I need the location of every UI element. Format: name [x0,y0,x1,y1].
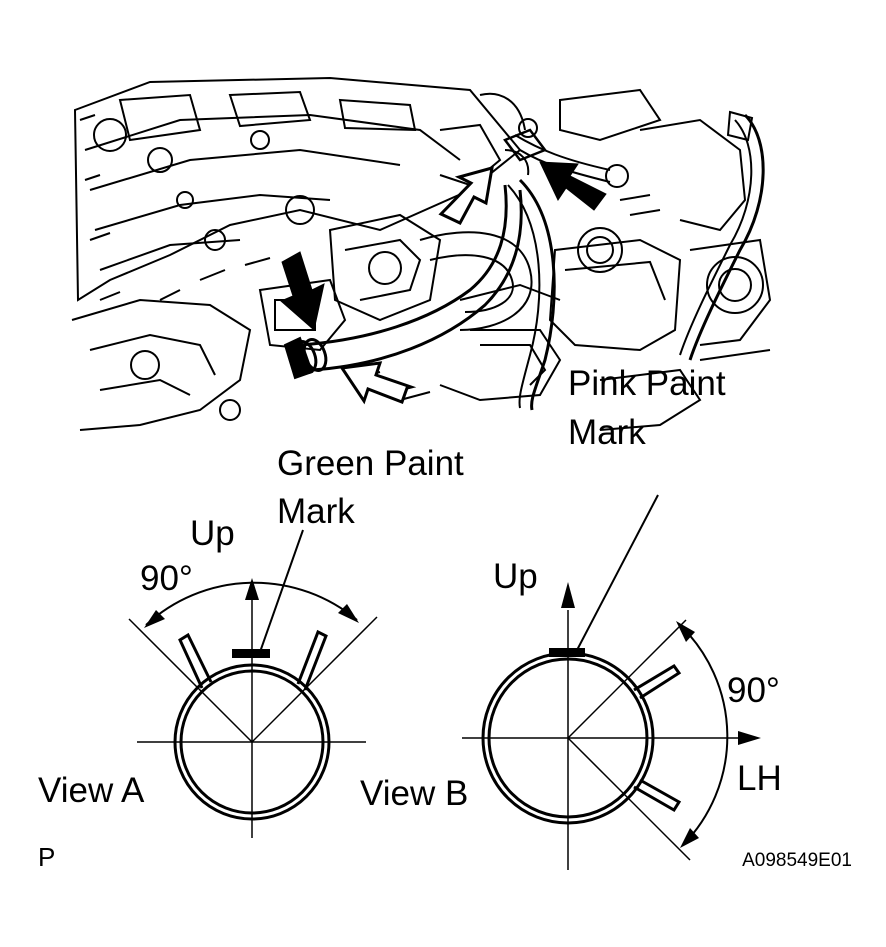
arrow-icon [438,165,494,225]
arrow-icon [561,582,761,848]
page-letter: P [38,842,55,872]
arrow-icon [144,578,359,628]
view-b-up-label: Up [493,557,538,596]
view-a-title: View A [38,771,145,810]
view-b-diagram [462,494,740,870]
view-a-diagram [128,529,378,838]
view-b-angle-label: 90° [727,671,780,710]
figure-code: A098549E01 [742,850,852,871]
green-mark-label: Green Paint [277,444,464,483]
view-b-lh-label: LH [737,759,782,798]
arrow-icon [280,251,325,331]
green-mark-label: Mark [277,492,355,531]
view-a-angle-label: 90° [140,559,193,598]
view-a-up-label: Up [190,514,235,553]
engine-illustration [70,75,772,435]
pink-mark-label: Pink Paint [568,364,726,403]
arrow-icon [539,161,607,211]
pink-mark-label: Mark [568,413,646,452]
view-b-title: View B [360,774,468,813]
arrow-icon [339,361,417,405]
